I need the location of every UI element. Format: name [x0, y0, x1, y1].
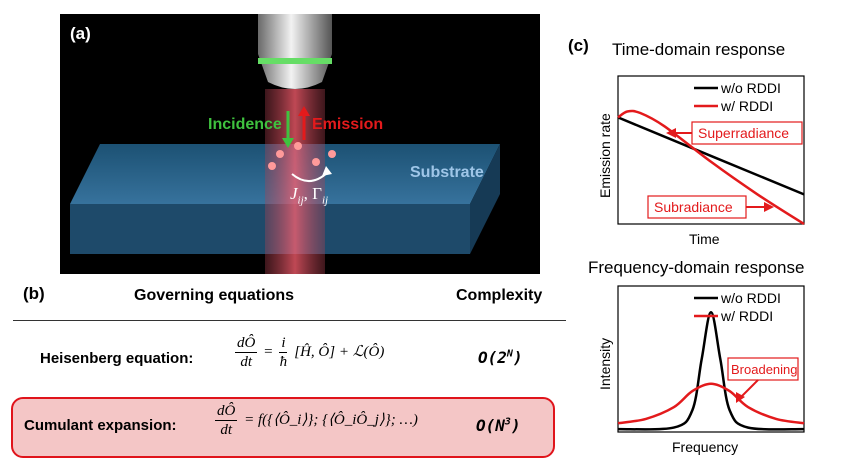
- heisenberg-complexity-base: O(2: [478, 348, 507, 367]
- broadening-label: Broadening: [731, 362, 798, 377]
- coupling-gamma-sub: ij: [322, 194, 329, 207]
- panel-a-illustration: [60, 14, 540, 274]
- heisenberg-lhs-den: dt: [240, 354, 252, 370]
- cumulant-complexity: O(N3): [476, 416, 521, 435]
- cumulant-complexity-base: O(N: [476, 416, 505, 435]
- substrate-label: Substrate: [410, 164, 484, 181]
- cumulant-rhs: = f({⟨Ô_i⟩}; {⟨Ô_iÔ_j⟩}; …): [244, 411, 418, 428]
- frequency-domain-chart: Intensity Frequency w/o RDDI w/ RDDI Bro…: [597, 285, 805, 455]
- time-domain-chart: Emission rate Time w/o RDDI w/ RDDI Supe…: [597, 75, 805, 247]
- panel-a: (a) Incidence Emission Substrate Jij, Γi…: [60, 14, 540, 274]
- cumulant-lhs-num: dÔ: [215, 403, 238, 421]
- freq-series-with-rddi: [617, 382, 805, 425]
- cumulant-lhs-den: dt: [220, 422, 232, 438]
- heisenberg-complexity: O(2N): [478, 348, 523, 367]
- heisenberg-rhs: [Ĥ, Ô] + ℒ(Ô): [294, 343, 385, 360]
- cumulant-complexity-close: ): [510, 416, 521, 435]
- objective-ring: [258, 58, 332, 64]
- panel-a-label: (a): [70, 24, 91, 43]
- heisenberg-rhs-den: ħ: [279, 354, 288, 370]
- freq-series-without-rddi: [617, 311, 805, 431]
- time-series-without-rddi: [617, 116, 805, 196]
- table-divider: [13, 320, 566, 321]
- coupling-label: Jij, Γij: [290, 184, 329, 207]
- cumulant-highlight-box: [11, 397, 555, 458]
- coupling-j: J: [290, 184, 298, 203]
- light-beam: [265, 89, 325, 274]
- time-series-with-rddi: [617, 109, 805, 226]
- coupling-gamma: Γ: [312, 184, 322, 203]
- panel-b-label: (b): [23, 284, 45, 303]
- heisenberg-lhs-num: dÔ: [235, 335, 258, 353]
- objective-lens: [258, 14, 332, 89]
- substrate-side: [470, 144, 500, 254]
- time-legend-without: w/o RDDI: [720, 80, 781, 96]
- broadening-box: [727, 357, 799, 381]
- header-complexity: Complexity: [456, 287, 543, 304]
- frequency-domain-title: Frequency-domain response: [588, 258, 805, 277]
- superradiance-label: Superradiance: [698, 125, 789, 141]
- emitters: [268, 142, 336, 170]
- time-y-axis-label: Emission rate: [597, 113, 613, 198]
- broadening-arrow: [739, 379, 759, 399]
- panel-c-label: (c): [568, 36, 589, 55]
- time-x-axis-label: Time: [689, 231, 720, 247]
- freq-x-axis-label: Frequency: [672, 439, 738, 455]
- heisenberg-rhs-num: i: [279, 335, 288, 353]
- cumulant-label: Cumulant expansion:: [24, 417, 177, 434]
- subradiance-label: Subradiance: [654, 199, 733, 215]
- freq-y-axis-label: Intensity: [597, 338, 613, 390]
- freq-legend-without: w/o RDDI: [720, 290, 781, 306]
- heisenberg-complexity-close: ): [512, 348, 523, 367]
- time-domain-title: Time-domain response: [612, 40, 786, 59]
- coupling-j-sub: ij: [297, 194, 304, 207]
- cumulant-complexity-exp: 3: [504, 416, 511, 428]
- incidence-label: Incidence: [208, 116, 282, 133]
- emission-label: Emission: [312, 116, 384, 133]
- header-governing-equations: Governing equations: [134, 287, 295, 304]
- heisenberg-label: Heisenberg equation:: [40, 350, 194, 367]
- heisenberg-complexity-exp: N: [506, 348, 513, 360]
- freq-legend-with: w/ RDDI: [720, 308, 773, 324]
- time-legend-with: w/ RDDI: [720, 98, 773, 114]
